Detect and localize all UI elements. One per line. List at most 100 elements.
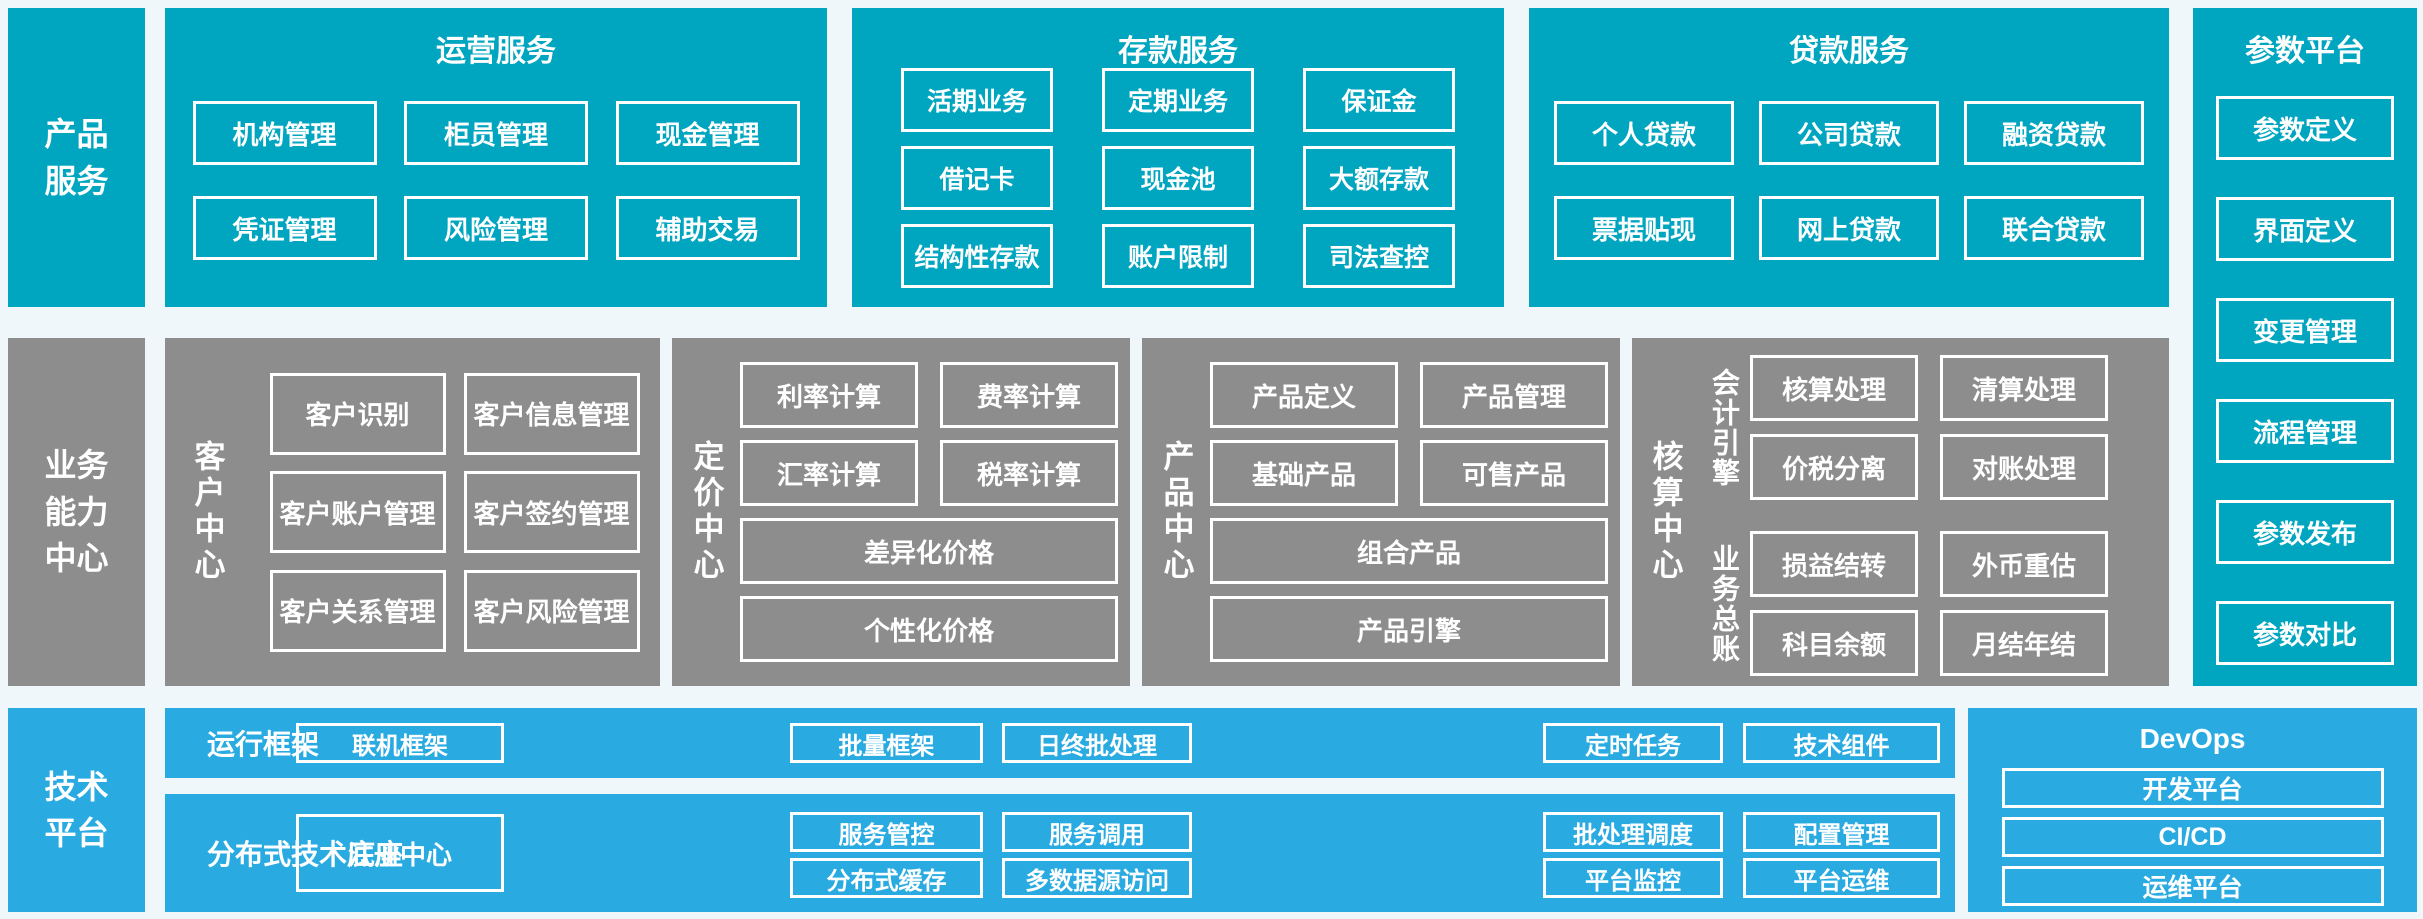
- service-box: 风险管理: [404, 196, 588, 260]
- service-box: 凭证管理: [192, 196, 377, 260]
- capability-box: 产品定义: [1210, 362, 1398, 428]
- capability-box: 月结年结: [1940, 610, 2108, 676]
- tech-box: 分布式缓存: [790, 858, 983, 898]
- band-label-business-capability: 业务能力中心: [8, 338, 145, 686]
- panel-pricing-center: 定价中心 利率计算 费率计算 汇率计算 税率计算 差异化价格 个性化价格: [672, 338, 1130, 686]
- center-label: 定价中心: [688, 440, 724, 584]
- box-row: 结构性存款 账户限制 司法查控: [852, 224, 1504, 288]
- service-box: 活期业务: [901, 68, 1053, 132]
- capability-box: 客户关系管理: [269, 569, 446, 652]
- tech-box: 服务管控: [790, 812, 983, 852]
- panel-title: DevOps: [2139, 723, 2246, 754]
- row-distributed-base: 分布式技术底座 注册中心 服务管控 服务调用 批处理调度 配置管理 分布式缓存 …: [165, 794, 1955, 912]
- box-row: 科目余额 月结年结: [1750, 610, 2108, 676]
- devops-box: 开发平台: [2001, 768, 2384, 808]
- panel-devops: DevOps 开发平台 CI/CD 运维平台: [1968, 708, 2417, 912]
- service-box: 融资贷款: [1964, 101, 2144, 165]
- box-row: 票据贴现 网上贷款 联合贷款: [1529, 196, 2169, 260]
- center-label: 产品中心: [1158, 440, 1194, 584]
- center-label: 核算中心: [1647, 440, 1683, 584]
- param-box: 参数发布: [2216, 500, 2394, 564]
- center-grid: 利率计算 费率计算 汇率计算 税率计算 差异化价格 个性化价格: [740, 338, 1130, 686]
- panel-customer-center: 客户中心 客户识别 客户信息管理 客户账户管理 客户签约管理 客户关系管理 客户…: [165, 338, 660, 686]
- capability-box: 差异化价格: [740, 518, 1118, 584]
- center-label-column: 产品中心: [1142, 338, 1210, 686]
- band-label-text: 业务能力中心: [44, 447, 109, 577]
- group-label: 会计引擎: [1709, 367, 1740, 488]
- capability-box: 客户风险管理: [463, 569, 640, 652]
- box-row: 基础产品 可售产品: [1210, 440, 1608, 506]
- panel-accounting-center: 核算中心 会计引擎 核算处理 清算处理 价税分离 对账处理: [1632, 338, 2169, 686]
- capability-box: 利率计算: [740, 362, 918, 428]
- box-row: 损益结转 外币重估: [1750, 531, 2108, 597]
- capability-box: 客户账户管理: [269, 471, 446, 553]
- service-box: 结构性存款: [901, 224, 1053, 288]
- band-label-text: 产品服务: [44, 116, 109, 199]
- box-row: 客户识别 客户信息管理: [249, 372, 660, 455]
- group-grid: 核算处理 清算处理 价税分离 对账处理: [1750, 355, 2108, 500]
- capability-box: 产品管理: [1420, 362, 1608, 428]
- service-box: 公司贷款: [1759, 101, 1939, 165]
- capability-box: 个性化价格: [740, 596, 1118, 662]
- row-label: 运行框架: [207, 729, 320, 760]
- center-grid: 客户识别 客户信息管理 客户账户管理 客户签约管理 客户关系管理 客户风险管理: [249, 338, 660, 686]
- param-box: 参数定义: [2216, 96, 2394, 160]
- box-row: 机构管理 柜员管理 现金管理: [165, 101, 827, 165]
- tech-box: 定时任务: [1543, 723, 1723, 763]
- tech-box: 平台运维: [1743, 858, 1940, 898]
- service-box: 联合贷款: [1964, 196, 2144, 260]
- service-box: 大额存款: [1303, 146, 1455, 210]
- devops-list: 开发平台 CI/CD 运维平台: [2001, 768, 2384, 906]
- service-box: 票据贴现: [1554, 196, 1734, 260]
- param-box: 流程管理: [2216, 399, 2394, 463]
- param-box: 参数对比: [2216, 601, 2394, 665]
- panel-product-center: 产品中心 产品定义 产品管理 基础产品 可售产品 组合产品 产品引擎: [1142, 338, 1620, 686]
- param-box: 变更管理: [2216, 298, 2394, 362]
- devops-box: CI/CD: [2001, 817, 2384, 857]
- service-box: 定期业务: [1102, 68, 1254, 132]
- section-loan-services: 贷款服务 个人贷款 公司贷款 融资贷款 票据贴现 网上贷款 联合贷款: [1529, 8, 2169, 307]
- accounting-group-ledger: 业务总账 损益结转 外币重估 科目余额 月结年结: [1698, 531, 2169, 676]
- box-row: 活期业务 定期业务 保证金: [852, 68, 1504, 132]
- panel-title: 参数平台: [2245, 35, 2365, 68]
- tech-box: 平台监控: [1543, 858, 1723, 898]
- center-label-column: 核算中心: [1632, 338, 1698, 686]
- band-label-product-services: 产品服务: [8, 8, 145, 307]
- center-label-column: 定价中心: [672, 338, 740, 686]
- capability-box: 基础产品: [1210, 440, 1398, 506]
- box-row: 产品定义 产品管理: [1210, 362, 1608, 428]
- capability-box: 损益结转: [1750, 531, 1918, 597]
- accounting-groups: 会计引擎 核算处理 清算处理 价税分离 对账处理 业务总账: [1698, 338, 2169, 686]
- box-row: 凭证管理 风险管理 辅助交易: [165, 196, 827, 260]
- tech-box-registry: 注册中心: [296, 814, 504, 892]
- service-box: 辅助交易: [615, 196, 800, 260]
- group-label: 业务总账: [1709, 543, 1740, 664]
- box-row: 个人贷款 公司贷款 融资贷款: [1529, 101, 2169, 165]
- tech-box: 批量框架: [790, 723, 983, 763]
- service-box: 网上贷款: [1759, 196, 1939, 260]
- service-box: 现金池: [1102, 146, 1254, 210]
- devops-box: 运维平台: [2001, 866, 2384, 906]
- capability-box: 组合产品: [1210, 518, 1608, 584]
- band-label-tech-platform: 技术平台: [8, 708, 145, 912]
- capability-box: 客户签约管理: [463, 471, 640, 553]
- panel-parameter-platform: 参数平台 参数定义 界面定义 变更管理 流程管理 参数发布 参数对比: [2193, 8, 2417, 686]
- tech-box: 技术组件: [1743, 723, 1940, 763]
- accounting-group-engine: 会计引擎 核算处理 清算处理 价税分离 对账处理: [1698, 355, 2169, 500]
- section-rows: 机构管理 柜员管理 现金管理 凭证管理 风险管理 辅助交易: [165, 70, 827, 307]
- service-box: 司法查控: [1303, 224, 1455, 288]
- center-label: 客户中心: [189, 440, 225, 584]
- center-grid: 产品定义 产品管理 基础产品 可售产品 组合产品 产品引擎: [1210, 338, 1620, 686]
- box-row: 价税分离 对账处理: [1750, 434, 2108, 500]
- group-label-column: 会计引擎: [1698, 355, 1750, 500]
- capability-box: 客户信息管理: [463, 372, 640, 455]
- box-row: 客户账户管理 客户签约管理: [249, 471, 660, 553]
- service-box: 现金管理: [615, 101, 800, 165]
- section-title: 贷款服务: [1789, 35, 1909, 68]
- tech-box: 联机框架: [296, 723, 504, 763]
- section-title: 运营服务: [436, 35, 556, 68]
- service-box: 机构管理: [192, 101, 377, 165]
- capability-box: 外币重估: [1940, 531, 2108, 597]
- capability-box: 客户识别: [269, 372, 446, 455]
- box-row: 核算处理 清算处理: [1750, 355, 2108, 421]
